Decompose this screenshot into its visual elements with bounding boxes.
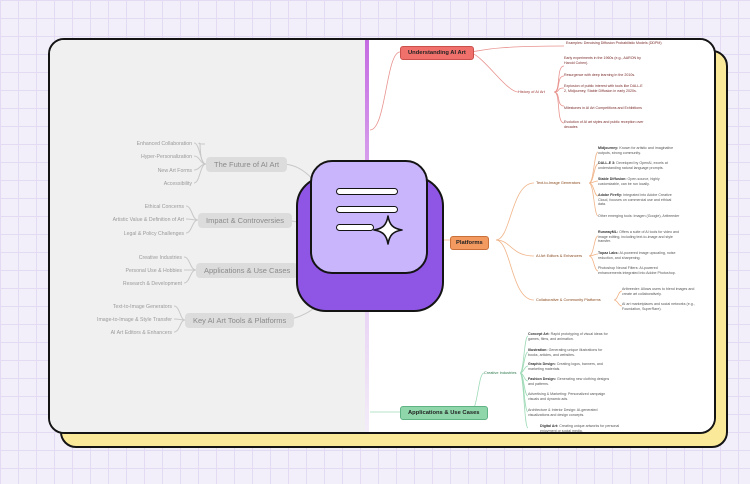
sparkle-icon	[373, 215, 403, 245]
subnode-community[interactable]: Collaborative & Community Platforms	[536, 297, 601, 302]
left-leaf[interactable]: AI Art Editors & Enhancers	[110, 330, 172, 336]
leaf-illustration[interactable]: Illustration: Generating unique illustra…	[528, 348, 603, 357]
key-line-1	[336, 188, 398, 195]
subnode-editors[interactable]: AI Art Editors & Enhancers	[536, 253, 583, 258]
leaf-history[interactable]: Milestones in AI Art Competitions and Ex…	[564, 106, 642, 110]
left-leaf[interactable]: Enhanced Collaboration	[136, 141, 192, 147]
leaf-marketplaces[interactable]: AI art marketplaces and social networks …	[622, 302, 695, 311]
leaf-history[interactable]: Resurgence with deep learning in the 201…	[564, 73, 636, 77]
leaf-firefly[interactable]: Adobe Firefly: Integrated into Adobe Cre…	[598, 193, 672, 207]
left-branch-applications[interactable]: Applications & Use Cases	[196, 263, 299, 278]
key-line-2	[336, 206, 398, 213]
leaf-digital-art[interactable]: Digital Art: Creating unique artworks fo…	[540, 424, 620, 433]
leaf-topaz[interactable]: Topaz Labs: AI-powered image upscaling, …	[598, 251, 676, 260]
left-leaf[interactable]: Text-to-Image Generators	[112, 304, 172, 310]
left-leaf[interactable]: Personal Use & Hobbies	[125, 268, 182, 274]
leaf-graphic-design[interactable]: Graphic Design: Creating logos, banners,…	[528, 362, 603, 371]
leaf-advertising[interactable]: Advertising & Marketing: Personalized ca…	[528, 392, 606, 401]
leaf-midjourney[interactable]: Midjourney: Known for artistic and imagi…	[598, 146, 674, 155]
key-top	[310, 160, 428, 274]
left-leaf[interactable]: Accessibility	[163, 181, 192, 187]
left-leaf[interactable]: Hyper-Personalization	[140, 154, 192, 160]
leaf-history[interactable]: Early experiments in the 1960s (e.g., AA…	[564, 56, 641, 65]
node-applications[interactable]: Applications & Use Cases	[400, 406, 488, 420]
node-understanding-ai-art[interactable]: Understanding AI Art	[400, 46, 474, 60]
left-leaf[interactable]: Artistic Value & Definition of Art	[112, 217, 184, 223]
leaf-history[interactable]: Evolution of AI art styles and public re…	[564, 120, 644, 129]
leaf-concept-art[interactable]: Concept Art: Rapid prototyping of visual…	[528, 332, 608, 341]
key-line-3	[336, 224, 374, 231]
subnode-creative-industries[interactable]: Creative Industries	[484, 370, 517, 375]
leaf-stable-diffusion[interactable]: Stable Diffusion: Open-source, highly cu…	[598, 177, 660, 186]
leaf-dalle[interactable]: DALL-E 3: Developed by OpenAI, excels at…	[598, 161, 668, 170]
subnode-text-to-image[interactable]: Text-to-Image Generators	[536, 180, 581, 185]
leaf-photoshop[interactable]: Photoshop Neural Filters: AI-powered enh…	[598, 266, 676, 275]
left-leaf[interactable]: Ethical Concerns	[144, 204, 184, 210]
leaf-ddpm[interactable]: Examples: Denoising Diffusion Probabilis…	[566, 41, 662, 45]
left-leaf[interactable]: Image-to-Image & Style Transfer	[97, 317, 172, 323]
leaf-runwayml[interactable]: RunwayML: Offers a suite of AI tools for…	[598, 230, 680, 244]
leaf-artbreeder[interactable]: Artbreeder: Allows users to blend images…	[622, 287, 695, 296]
left-leaf[interactable]: New Art Forms	[157, 168, 192, 174]
left-branch-impact[interactable]: Impact & Controversies	[198, 213, 292, 228]
left-leaf[interactable]: Creative Industries	[138, 255, 182, 261]
subnode-history[interactable]: History of AI Art	[518, 89, 545, 94]
leaf-fashion-design[interactable]: Fashion Design: Generating new clothing …	[528, 377, 610, 386]
notes-sparkle-key-icon	[296, 160, 444, 312]
leaf-other-tools[interactable]: Other emerging tools: Imagen (Google), A…	[598, 214, 680, 218]
left-branch-future[interactable]: The Future of AI Art	[206, 157, 288, 172]
node-platforms[interactable]: Platforms	[450, 236, 489, 250]
left-branch-tools[interactable]: Key AI Art Tools & Platforms	[185, 313, 295, 328]
leaf-history[interactable]: Explosion of public interest with tools …	[564, 84, 643, 93]
left-leaf[interactable]: Research & Development	[122, 281, 182, 287]
left-leaf[interactable]: Legal & Policy Challenges	[123, 231, 184, 237]
leaf-architecture[interactable]: Architecture & Interior Design: AI-gener…	[528, 408, 598, 417]
